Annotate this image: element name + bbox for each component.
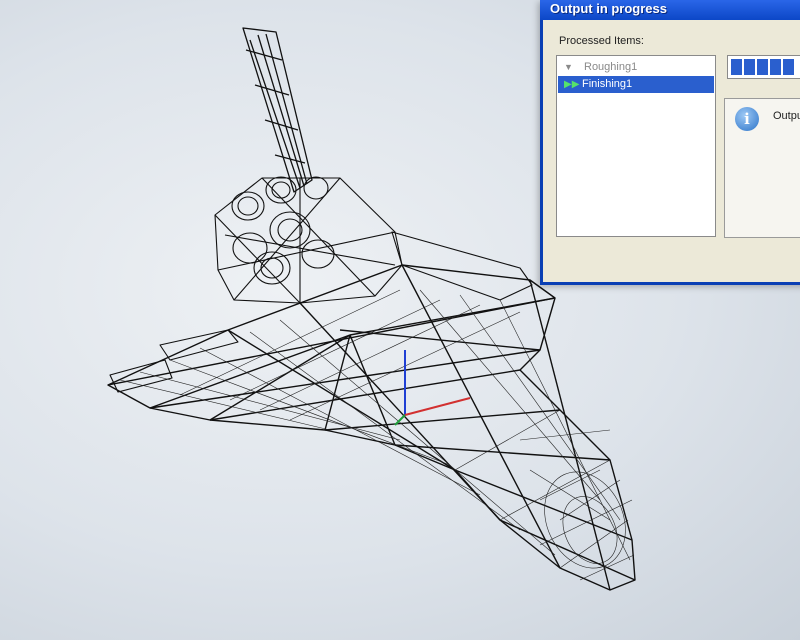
dialog-title: Output in progress (550, 1, 667, 16)
mesh-detail (119, 289, 635, 581)
progress-block (770, 59, 781, 75)
triangle-down-icon: ▼ (564, 62, 573, 72)
tail-fin (242, 27, 313, 193)
fast-forward-icon: ▶▶ (564, 79, 580, 90)
list-item-label: Roughing1 (584, 61, 638, 73)
output-info-panel: i Outpu (724, 98, 800, 238)
dialog-titlebar[interactable]: Output in progress (540, 0, 800, 20)
list-item-roughing[interactable]: ▼ Roughing1 (558, 59, 714, 76)
list-item-label: Finishing1 (582, 78, 633, 90)
progress-block (783, 59, 794, 75)
progress-block (757, 59, 768, 75)
axis-triad (394, 350, 471, 426)
upper-body (109, 231, 533, 393)
dialog-client-area: Processed Items: ▼ Roughing1 ▶▶ Finishin… (543, 20, 800, 282)
processed-items-list[interactable]: ▼ Roughing1 ▶▶ Finishing1 (556, 55, 716, 237)
progress-block (731, 59, 742, 75)
output-progress-dialog[interactable]: Output in progress Processed Items: ▼ Ro… (540, 0, 800, 285)
progress-bar (727, 55, 800, 79)
fuselage (107, 264, 636, 591)
engine-cluster (214, 176, 403, 304)
progress-block (744, 59, 755, 75)
info-icon: i (735, 107, 759, 131)
info-message: Outpu (773, 110, 800, 122)
list-item-finishing[interactable]: ▶▶ Finishing1 (558, 76, 714, 93)
processed-items-label: Processed Items: (559, 35, 644, 47)
